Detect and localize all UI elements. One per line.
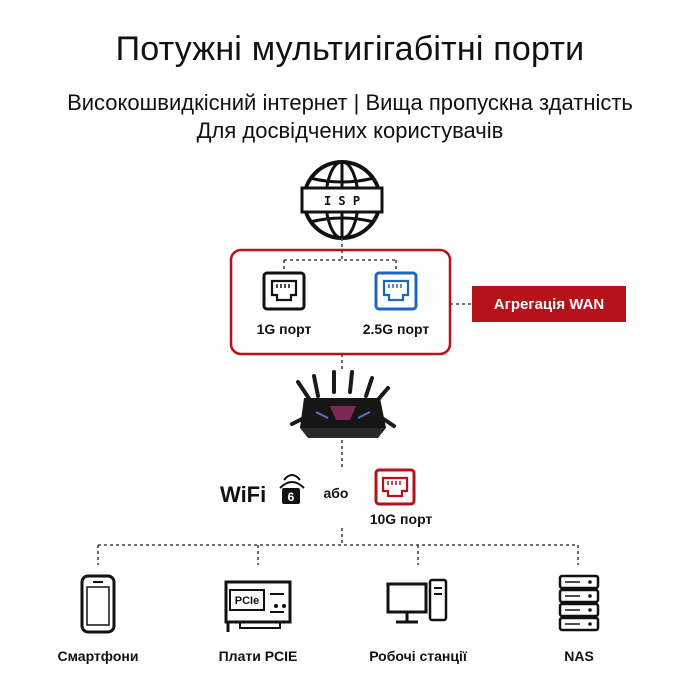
page-title: Потужні мультигігабітні порти [115,30,585,68]
device-nas-label: NAS [564,648,594,664]
workstation-icon [386,578,448,624]
wan-aggregation-badge [472,286,626,322]
device-smartphones-label: Смартфони [58,648,139,664]
smartphone-icon [80,574,116,634]
or-label: або [324,485,349,501]
subtitle-line-1: Високошвидкісний інтернет | Вища пропуск… [67,90,633,115]
wan-box [229,248,452,356]
pcie-chip-label: PCIe [235,595,259,607]
wifi-logo: WiFi [220,482,266,507]
device-workstations-label: Робочі станції [369,648,468,664]
router-icon [290,370,396,438]
port-2-5g-label: 2.5G порт [363,321,430,337]
wan-aggregation-label: Агрегація WAN [494,296,604,313]
subtitle-line-2: Для досвідчених користувачів [196,118,504,143]
wifi-signal-icon [279,474,305,504]
device-pcie-label: Плати PCIE [219,648,298,664]
ethernet-port-1g-icon [262,271,306,311]
nas-icon [558,574,600,632]
device-connectors [97,528,579,565]
isp-label: I S P [324,194,360,208]
wan-connectors [283,238,472,372]
ethernet-port-10g-icon [374,468,416,506]
ethernet-port-2-5g-icon [374,271,418,311]
wifi-version: 6 [288,490,295,504]
pcie-card-icon [224,580,292,632]
port-10g-label: 10G порт [370,511,433,527]
port-1g-label: 1G порт [257,321,312,337]
